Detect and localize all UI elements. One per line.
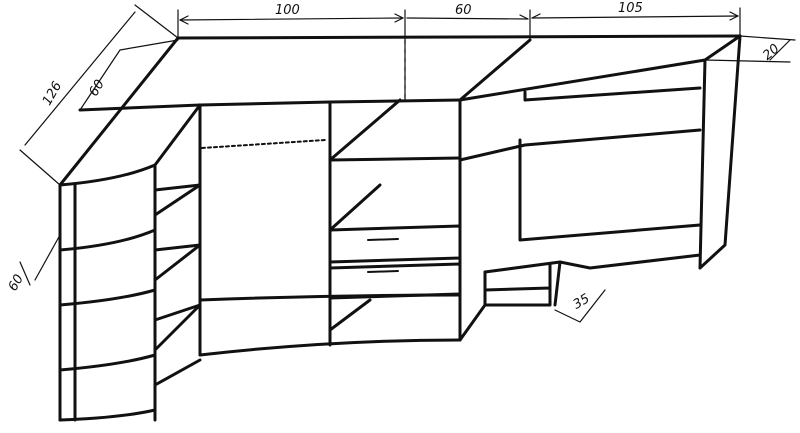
dim-126: 126 [40, 79, 65, 108]
dim-35: 35 [571, 291, 593, 312]
dim-105: 105 [618, 1, 643, 16]
dimension-labels: 100 60 105 20 126 60 60 35 [6, 1, 783, 313]
corner-shelf-unit [58, 163, 202, 422]
top-surface [58, 34, 742, 187]
dim-60-depth: 60 [87, 77, 108, 99]
dimension-lines [19, 4, 796, 323]
wardrobe [198, 98, 462, 357]
dim-60-top: 60 [455, 3, 472, 18]
dim-100: 100 [275, 3, 300, 18]
dim-60-corner: 60 [6, 272, 27, 294]
right-section [458, 34, 742, 342]
dim-20: 20 [760, 41, 782, 63]
hanging-rail [201, 139, 326, 149]
